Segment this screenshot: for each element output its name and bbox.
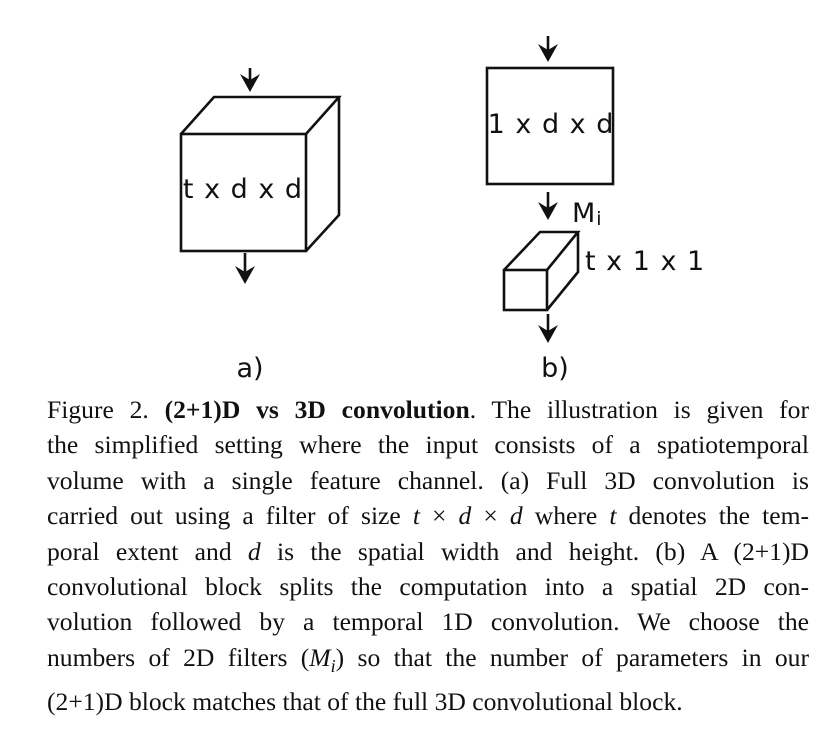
caption-line-2: the simplified setting where the input c… <box>47 430 809 460</box>
caption-text: poral extent and <box>47 536 248 566</box>
panel-b-filters-label: Mi <box>572 198 603 230</box>
panel-b-output-arrow <box>538 314 558 343</box>
figure-diagram: t x d x d a) 1 x d x d Mi t x 1 x 1 b) <box>179 36 705 384</box>
math-sub-i: i <box>330 655 336 676</box>
math-var-d: d <box>247 536 261 566</box>
panel-a-output-arrow <box>235 253 255 284</box>
panel-b-temporal-box <box>502 230 581 312</box>
math-times: × <box>419 501 459 531</box>
caption-text: is the spatial width and height. (b) A (… <box>260 536 809 566</box>
panel-a-label: a) <box>236 353 263 384</box>
caption-prefix: Figure 2. <box>47 395 165 424</box>
panel-a-cube <box>179 95 342 253</box>
math-var-t: t <box>412 501 420 531</box>
panel-b-label: b) <box>541 353 569 384</box>
math-times: × <box>471 501 510 531</box>
caption-line-6: convolutional block splits the computati… <box>47 572 809 602</box>
panel-a-cube-label: t x d x d <box>183 174 303 205</box>
panel-b-box-label: t x 1 x 1 <box>585 246 705 277</box>
caption-line-7: volution followed by a temporal 1D convo… <box>47 607 809 637</box>
caption-text: ) so that the number of parameters in ou… <box>335 642 809 672</box>
math-var-d: d <box>509 501 523 531</box>
figure-caption: Figure 2. (2+1)D vs 3D convolution. The … <box>47 392 809 720</box>
caption-title: (2+1)D vs 3D convolution <box>164 395 470 424</box>
caption-line-9: (2+1)D block matches that of the full 3D… <box>47 687 683 717</box>
caption-text: numbers of 2D filters ( <box>47 642 310 672</box>
panel-b-spatial-square <box>485 66 615 186</box>
filters-label-main: M <box>572 198 596 229</box>
caption-text: carried out using a filter of size <box>47 501 413 531</box>
panel-a-input-arrow <box>240 68 260 92</box>
panel-b-middle-arrow <box>538 192 558 220</box>
filters-label-sub: i <box>596 208 602 230</box>
caption-text: denotes the tem- <box>616 501 810 531</box>
math-var-t: t <box>609 501 617 531</box>
caption-line-8: numbers of 2D filters (Mi) so that the n… <box>47 640 809 685</box>
caption-text: where <box>522 501 610 531</box>
math-var-d: d <box>458 501 472 531</box>
caption-line-3: volume with a single feature channel. (a… <box>47 465 809 495</box>
caption-line-5: poral extent and d is the spatial width … <box>47 534 809 569</box>
math-var-M: M <box>309 642 331 672</box>
panel-b-input-arrow <box>538 36 558 62</box>
panel-b-square-label: 1 x d x d <box>488 109 615 140</box>
caption-text: . The illustration is given for <box>469 395 809 424</box>
caption-line-1: Figure 2. (2+1)D vs 3D convolution. The … <box>47 392 809 427</box>
caption-line-4: carried out using a filter of size t × d… <box>47 498 809 533</box>
